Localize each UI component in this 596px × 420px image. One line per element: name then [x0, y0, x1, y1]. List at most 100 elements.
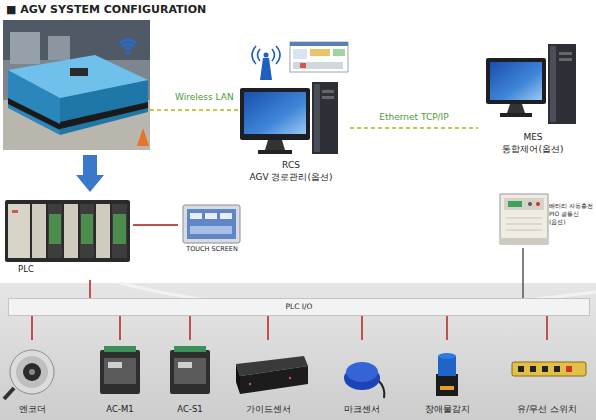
panel-screen — [187, 209, 236, 239]
encoder-shaft — [29, 369, 35, 375]
monitor-bezel — [240, 88, 310, 140]
caption-group: TOUCH SCREEN — [178, 245, 246, 253]
diagram-title: ■ AGV SYSTEM CONFIGURATION — [6, 3, 206, 16]
connector-line — [522, 248, 524, 298]
agv-top — [8, 55, 148, 98]
plc-terminal — [49, 214, 61, 244]
agv-panel — [70, 68, 88, 76]
device-node: AC-M1 — [95, 340, 145, 420]
switch-button — [518, 366, 524, 372]
connector-line — [133, 224, 178, 226]
pc-drive — [559, 52, 572, 55]
monitor-base — [258, 150, 292, 154]
pc-tower-edge — [550, 46, 556, 122]
sensor-front — [240, 366, 308, 394]
device-node: 장애물감지 — [415, 340, 479, 420]
wireless-link — [150, 109, 238, 111]
screenshot-block — [293, 62, 343, 69]
monitor-stand — [507, 104, 525, 113]
computer-node: RCSAGV 경로관리(옵션) — [232, 40, 350, 190]
io-band — [0, 283, 596, 420]
photo-bg — [3, 20, 150, 150]
agv-bumper — [60, 102, 148, 129]
touch-screen-node: TOUCH SCREEN — [178, 203, 246, 257]
encoder — [4, 350, 54, 399]
monitor-stand — [265, 140, 285, 150]
switch-bar — [512, 362, 586, 376]
charger-knob — [528, 202, 532, 206]
pc-drive — [322, 96, 334, 99]
charger-body — [500, 194, 548, 244]
screenshot — [290, 42, 348, 72]
sensor-side — [236, 364, 240, 394]
connector-line — [119, 316, 121, 340]
plc-module — [48, 204, 62, 258]
caption-group: 마크센서 — [332, 404, 392, 415]
caption-group: RCSAGV 경로관리(옵션) — [232, 160, 350, 183]
device-node: 마크센서 — [332, 340, 392, 420]
mes-computer — [486, 44, 576, 124]
charger-knob — [536, 202, 540, 206]
driver-connector — [174, 346, 206, 352]
sensor-top — [346, 362, 378, 382]
panel-button — [190, 226, 232, 234]
screenshot-bar — [290, 42, 348, 46]
monitor-screen — [490, 62, 542, 100]
panel-button — [190, 213, 202, 219]
guide-sensor — [236, 356, 308, 394]
driver-connector — [104, 346, 136, 352]
driver-face — [174, 358, 206, 384]
caption-group: 가이드센서 — [228, 404, 308, 415]
connector-line — [267, 316, 269, 340]
caption-text: AC-S1 — [165, 404, 215, 415]
rcs-computer — [240, 42, 348, 154]
motor-driver — [100, 346, 140, 394]
lidar-base — [436, 374, 458, 396]
caption-group: MES통합제어(옵션) — [478, 132, 588, 155]
agv-bumper — [8, 98, 60, 130]
connector-line — [31, 316, 33, 340]
caption-group: AC-M1 — [95, 404, 145, 415]
screenshot-block — [300, 63, 306, 68]
plc-cpu — [8, 204, 30, 258]
caption-text: PLC I/O — [9, 299, 589, 315]
motor-driver — [170, 346, 210, 394]
caption-group: PLC — [7, 264, 45, 275]
plc-terminal — [81, 214, 93, 244]
monitor-bezel — [486, 58, 546, 104]
plc-module — [64, 204, 78, 258]
caption-group: PLC I/O — [9, 299, 589, 315]
encoder-body — [10, 350, 54, 394]
plc-terminal — [113, 214, 126, 244]
caption-text: 가이드센서 — [228, 404, 308, 415]
switch-body — [512, 362, 586, 376]
photo-shelf — [48, 36, 70, 60]
caption-text: 통합제어(옵션) — [478, 144, 588, 156]
caption-group: 배터리 자동충전 PIO 광통신 (옵션) — [549, 202, 594, 225]
charger — [500, 194, 548, 244]
driver-sticker — [108, 362, 122, 368]
edge-label: Ethernet TCP/IP — [379, 112, 448, 122]
pc-tower — [548, 44, 576, 124]
plc-module — [96, 204, 110, 258]
caption-text: 유/무선 스위치 — [500, 404, 594, 415]
plc-rack — [5, 200, 130, 262]
touch-screen — [183, 205, 240, 243]
mark-sensor — [344, 362, 384, 398]
charger-panel — [504, 198, 544, 210]
connector-line — [446, 316, 448, 340]
antenna-mast — [260, 58, 272, 80]
wifi-arc — [122, 44, 133, 46]
caption-group: 엔코더 — [2, 404, 62, 415]
link-label: Wireless LAN — [175, 92, 234, 102]
panel-button — [205, 213, 217, 219]
caption-group: AC-S1 — [165, 404, 215, 415]
caption-text: 마크센서 — [332, 404, 392, 415]
plc-module — [32, 204, 46, 258]
device-node: 가이드센서 — [228, 340, 308, 420]
switch-button — [542, 366, 548, 372]
charger-vent — [506, 224, 542, 225]
